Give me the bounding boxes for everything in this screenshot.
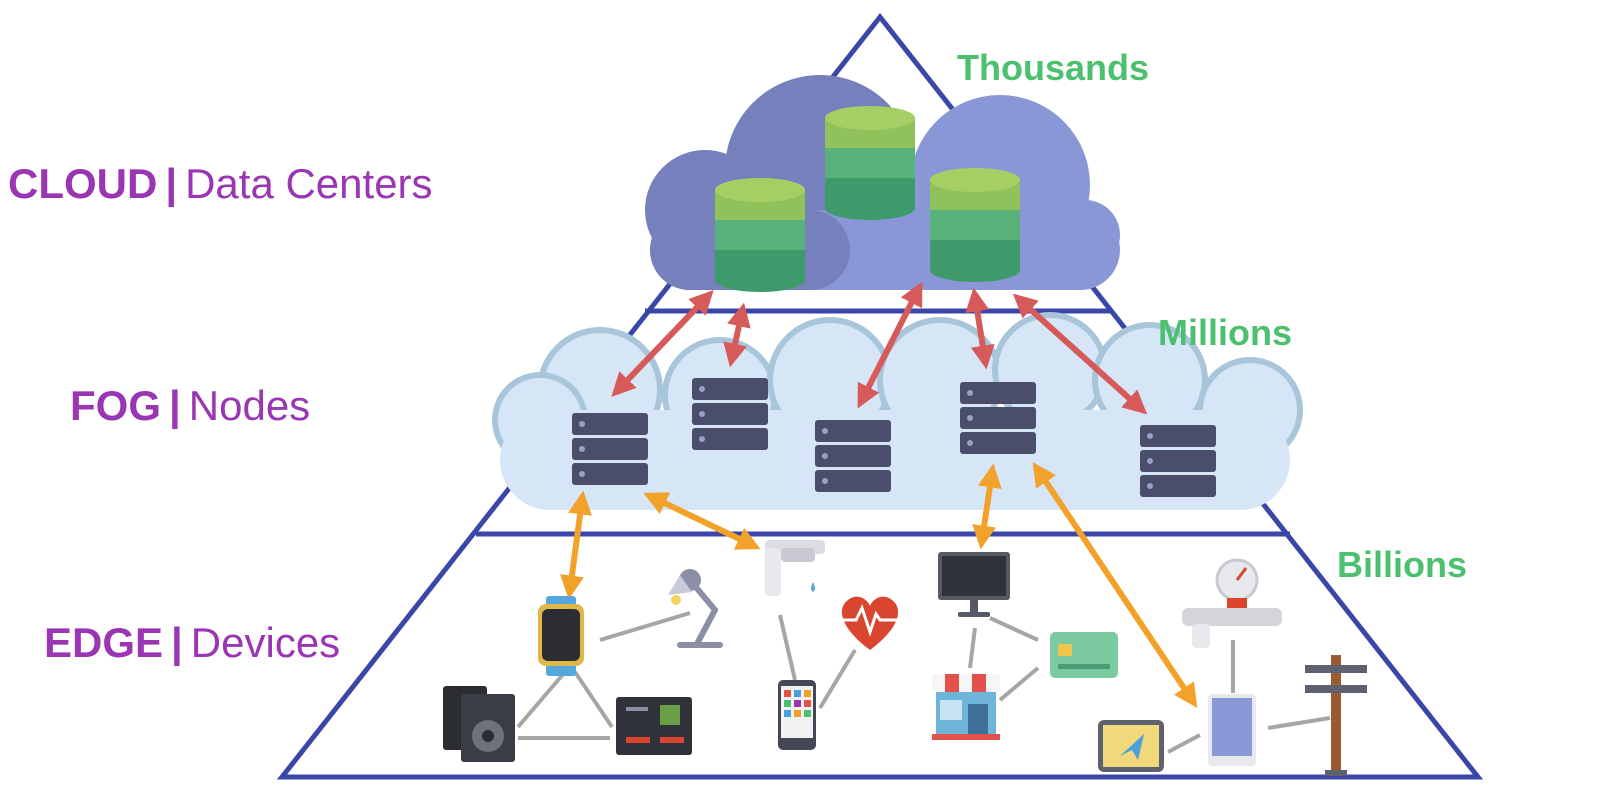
cloud-count-label: Thousands	[957, 47, 1150, 88]
server-icon	[815, 420, 891, 492]
faucet-icon	[765, 540, 825, 596]
gps-icon	[1098, 720, 1164, 772]
arrow-cloud-fog	[857, 281, 923, 409]
cloud-layer-label: CLOUD|Data Centers	[8, 163, 433, 205]
server-icon	[960, 382, 1036, 454]
database-icon	[825, 106, 915, 220]
smartphone-icon	[778, 680, 816, 750]
arrow-fog-edge	[972, 463, 1002, 550]
layer-separator: |	[165, 160, 178, 207]
arrow-fog-edge	[1032, 462, 1198, 708]
cloud-fog-arrows	[611, 281, 1148, 415]
smartwatch-icon	[538, 596, 584, 676]
server-icon	[692, 378, 768, 450]
layer-name: CLOUD	[8, 160, 158, 207]
circuit-board-icon	[616, 697, 692, 755]
desk-lamp-icon	[668, 569, 723, 648]
layer-description: Devices	[190, 619, 341, 666]
edge-layer-label: EDGE|Devices	[44, 622, 340, 664]
fog-count-label: Millions	[1158, 312, 1292, 353]
server-icon	[1140, 425, 1216, 497]
fog-edge-arrows	[560, 462, 1198, 708]
arrow-cloud-fog	[611, 290, 714, 397]
heart-rate-icon	[841, 596, 899, 650]
edge-count-label: Billions	[1337, 544, 1468, 585]
layer-separator: |	[169, 382, 181, 429]
arrow-fog-edge	[643, 492, 761, 550]
server-icon	[572, 413, 648, 485]
device-links	[516, 611, 1331, 754]
fog-layer-label: FOG|Nodes	[70, 385, 310, 427]
tablet-icon	[1208, 694, 1256, 766]
arrow-cloud-fog	[1012, 293, 1148, 415]
speakers-icon	[443, 686, 515, 762]
credit-card-icon	[1050, 632, 1118, 678]
layer-name: EDGE	[44, 619, 164, 666]
database-icon	[930, 168, 1020, 282]
arrow-cloud-fog	[723, 302, 751, 368]
layer-description: Nodes	[188, 382, 311, 429]
arrow-fog-edge	[560, 490, 592, 600]
layer-description: Data Centers	[185, 160, 433, 207]
power-pole-icon	[1305, 655, 1367, 776]
layer-separator: |	[171, 619, 183, 666]
pressure-gauge-icon	[1182, 558, 1282, 648]
monitor-icon	[938, 552, 1010, 617]
layer-name: FOG	[70, 382, 161, 429]
arrow-cloud-fog	[965, 287, 995, 370]
store-icon	[932, 674, 1000, 740]
database-icon	[715, 178, 805, 292]
